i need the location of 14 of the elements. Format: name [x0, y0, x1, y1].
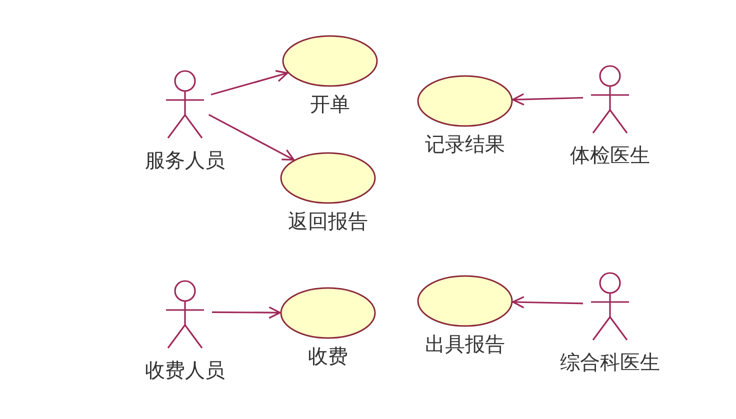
use-case-name: 记录结果	[425, 132, 505, 156]
arrow	[212, 306, 281, 319]
use-case-name: 出具报告	[425, 332, 505, 356]
use-case-name: 开单	[310, 92, 350, 116]
arrow	[512, 93, 584, 106]
actor-name: 综合科医生	[560, 350, 660, 374]
actor-name: 服务人员	[145, 148, 225, 172]
actor-name: 收费人员	[145, 358, 225, 382]
actor-name: 体检医生	[570, 143, 650, 167]
arrow	[512, 296, 584, 308]
use-case-name: 收费	[308, 344, 348, 368]
use-case-name: 返回报告	[288, 209, 368, 233]
arrow	[208, 114, 295, 161]
arrow	[210, 70, 288, 96]
